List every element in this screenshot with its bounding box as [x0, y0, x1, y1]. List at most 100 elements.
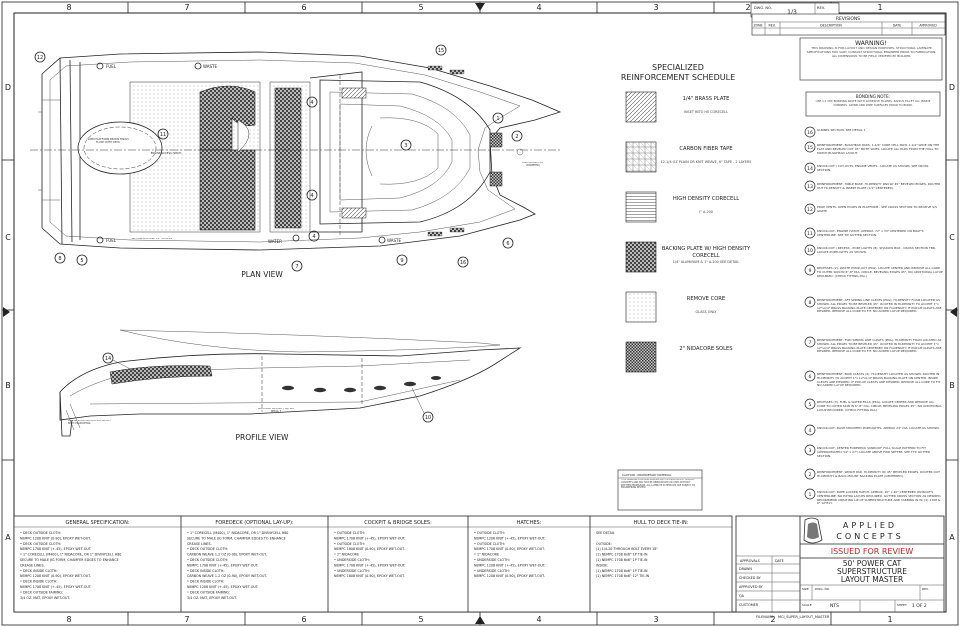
note-balloon	[804, 141, 816, 153]
schedule-item-name: 2" NIDACORE SOLES	[679, 346, 733, 352]
note-number: 14	[807, 166, 813, 172]
plan-view-drawing: 12 15 4 4 11 3 2 1 6 16 9 7 5 8 4	[30, 44, 562, 272]
svg-text:10: 10	[425, 415, 431, 421]
note-balloon	[804, 180, 816, 192]
rev-label: REV.	[817, 6, 825, 10]
note-balloon	[804, 296, 816, 308]
tb-row-label: QA	[739, 594, 745, 598]
schedule-item: 2" NIDACORE SOLES	[625, 341, 733, 373]
dwg-no-label: DWG. NO.	[815, 587, 830, 591]
schedule-item-sub: INSET INTO H0 CORECELL	[684, 110, 728, 114]
profile-callouts: 14 10	[102, 352, 434, 423]
svg-text:5: 5	[80, 258, 83, 264]
schedule-item: 1/4" BRASS PLATE INSET INTO H0 CORECELL	[625, 91, 730, 123]
note-number: 6	[809, 374, 812, 380]
spec-line: • DECK OUTSIDE CLOTH:	[187, 547, 228, 551]
spec-line: NEMPC 1708 KNIT (+-45), EPOXY WET-OUT.	[334, 536, 406, 540]
schedule-item-sub: GLASS ONLY	[695, 310, 717, 314]
spec-line: NEMPC 1208 KNIT (0-90), EPOXY WET-OUT.	[20, 536, 91, 540]
svg-text:9: 9	[400, 258, 403, 264]
date-label: DATE	[775, 559, 784, 563]
spec-table	[13, 515, 733, 613]
spec-line: NEMPC 1208 KNIT (+-45), EPOXY WET-OUT.	[474, 563, 546, 567]
note-number: 4	[809, 428, 812, 434]
title-line-2: SUPERSTRUCTURE	[837, 567, 907, 576]
rev-header: DESCRIPTION	[820, 24, 842, 28]
svg-text:1: 1	[496, 116, 499, 122]
tb-row-label: APPROVED BY	[739, 585, 764, 589]
svg-text:3: 3	[404, 143, 407, 149]
note-text: PROP VENTS, OPEN HOLES IN PLATFORM - SEE…	[817, 206, 938, 213]
spec-line: • OUTSIDE CLOTH:	[474, 531, 505, 535]
svg-text:16: 16	[460, 260, 466, 266]
schedule-item-sub: 12-1/4 OZ PLAIN OR KNIT WEAVE, 6" TAPE -…	[660, 160, 752, 164]
spec-line: NEMPC 1208 KNIT (+-45), EPOXY WET-OUT.	[187, 585, 259, 589]
svg-text:4: 4	[312, 234, 315, 240]
port-lights	[282, 376, 441, 393]
spec-line: NEMPC 1708 KNIT (+-45), EPOXY WET-OUT.	[334, 563, 406, 567]
col-label: 7	[184, 615, 189, 624]
scale-label: SCALE	[802, 603, 812, 607]
status-label: ISSUED FOR REVIEW	[831, 547, 914, 556]
rev-header: DATE	[893, 24, 901, 28]
svg-text:14: 14	[105, 356, 111, 362]
note-balloon	[804, 227, 816, 239]
spec-line: • DECK OUTSIDE CLOTH:	[20, 531, 61, 535]
center-mark-icon	[475, 616, 485, 624]
spec-line: • DECK INSIDE CLOTH:	[20, 569, 58, 573]
spec-column: GENERAL SPECIFICATION:• DECK OUTSIDE CLO…	[20, 520, 130, 600]
schedule-item-name: HIGH DENSITY CORECELL	[672, 196, 740, 202]
spec-line: • 1" CORECELL (M400), 1" NIDACORE, OR 1"…	[20, 553, 121, 557]
note-text: REINFORCEMENT, FWD SPRING LINE CLEATS (P…	[817, 339, 942, 354]
rev-header: REV.	[768, 24, 775, 28]
row-label: C	[949, 233, 955, 242]
profile-note-mid: BULKHEAD ON PORT FWD SEE DETAIL 3	[257, 408, 295, 413]
spec-column: HULL TO DECK TIE-IN:SEE DETAILOUTSIDE:(1…	[596, 520, 689, 578]
spec-line: • UNDERSIDE CLOTH:	[334, 569, 370, 573]
spec-columns: GENERAL SPECIFICATION:• DECK OUTSIDE CLO…	[20, 520, 689, 600]
col-label: 4	[536, 615, 541, 624]
spec-line: • 2" NIDACORE	[334, 553, 359, 557]
spec-line: • UNDERSIDE CLOTH:	[334, 558, 370, 562]
waste-label: WASTE	[387, 238, 401, 243]
sheet-value: 1 OF 2	[912, 603, 927, 609]
spec-line: NEMPC 1808 KNIT (0-90), EPOXY WET-OUT.	[334, 547, 405, 551]
spec-line: • OUTSIDE CLOTH:	[334, 542, 365, 546]
schedule-item: BACKING PLATE W/ HIGH DENSITY CORECELL1/…	[625, 241, 750, 273]
fuel-label: FUEL	[106, 64, 117, 69]
schedule-item-name: 1/4" BRASS PLATE	[682, 96, 730, 102]
note-number: 16	[807, 130, 813, 136]
note-number: 1	[809, 492, 812, 498]
row-labels: D C B A D C B A	[5, 83, 955, 542]
title-line-1: 50' POWER CAT	[843, 559, 902, 568]
schedule-swatch	[625, 341, 657, 373]
note-text: REINFORCEMENT, BOW CLEATS (2). HI-DENSIT…	[817, 373, 941, 388]
svg-text:4: 4	[310, 193, 313, 199]
spec-line: NEMPC 1208 KNIT (+-45), EPOXY WET-OUT.	[474, 536, 546, 540]
spec-column: HATCHES:• OUTSIDE CLOTH: NEMPC 1208 KNIT…	[474, 520, 546, 578]
spec-line: OUTSIDE:	[596, 542, 612, 546]
spec-line: 3/4 OZ. MAT, EPOXY WET-OUT.	[187, 596, 237, 600]
spec-line: SECURE TO MALE JIG FORM, CHAMFER EDGES T…	[187, 536, 286, 540]
note-text: REINFORCEMENT, AFT SPRING LINE CLEATS (P…	[817, 299, 942, 314]
spec-line: • DECK INSIDE CLOTH:	[20, 580, 58, 584]
schedule-swatch	[625, 91, 657, 123]
plan-note-center: ENGINE ACCESS HATCH	[150, 152, 182, 155]
row-label: C	[5, 233, 11, 242]
note-balloon	[804, 444, 816, 456]
plan-note-left: SWIM PLATFORM BEAMS FINISH FLUSH WITH DE…	[87, 138, 129, 145]
profile-view-title: PROFILE VIEW	[236, 433, 290, 442]
svg-text:12: 12	[37, 55, 43, 61]
spec-column-title: FOREDECK (OPTIONAL LAY-UP):	[215, 520, 294, 526]
scale-value: NTS	[830, 603, 839, 609]
note-text: RECESSES (3), FUEL & WATER FILLS (PKG). …	[817, 401, 942, 412]
